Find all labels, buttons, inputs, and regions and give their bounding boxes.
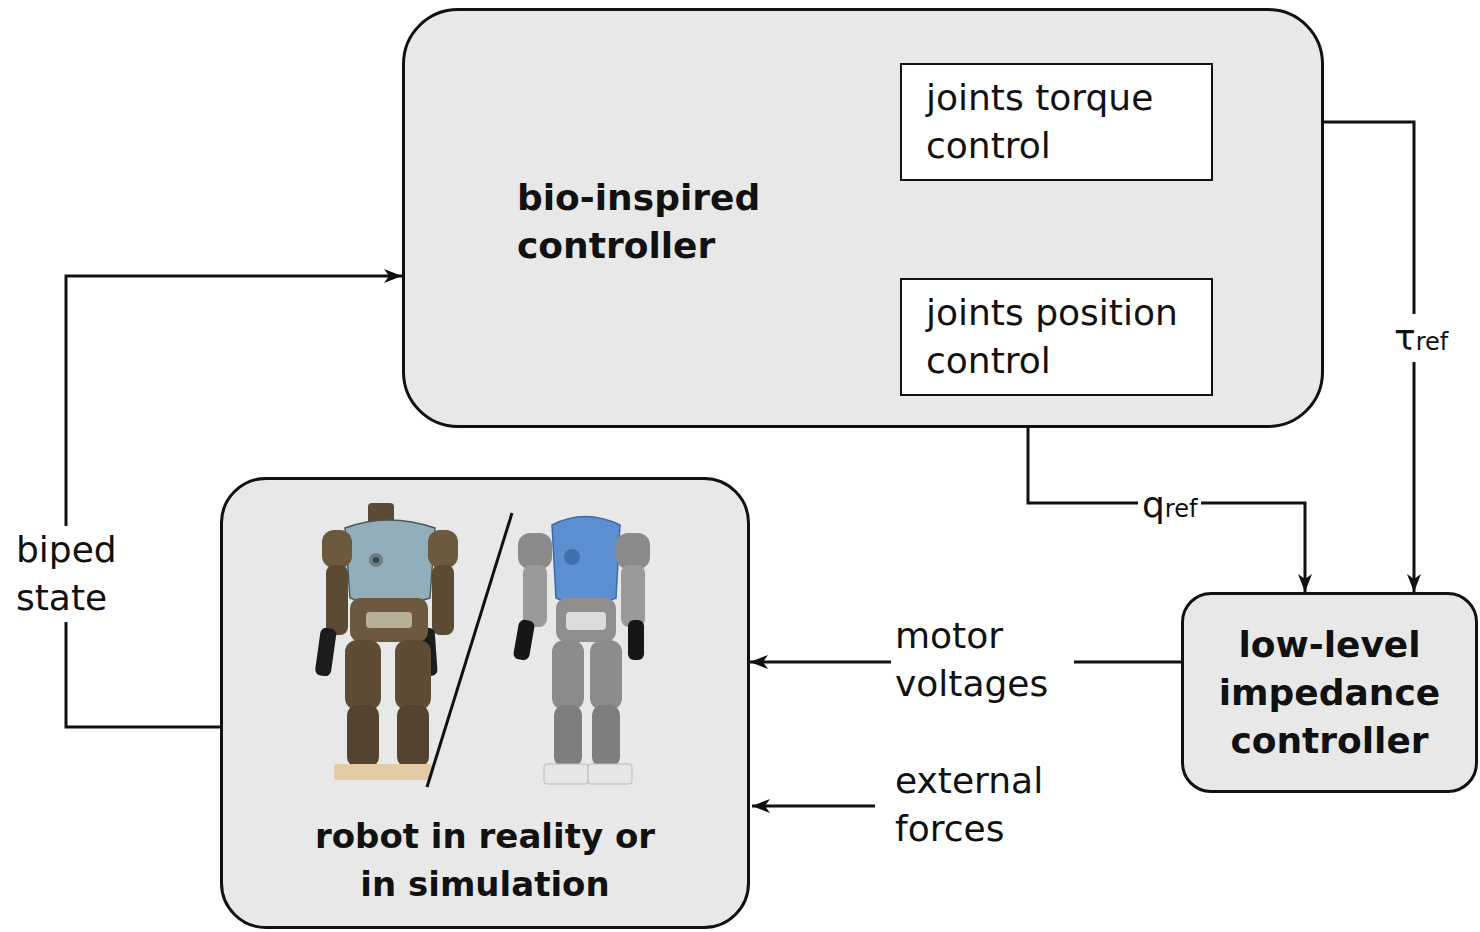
node-text: bio-inspired controller <box>517 174 817 270</box>
controller-box: low-level impedance controller <box>1181 592 1478 793</box>
input-label: external forces <box>891 757 1074 853</box>
simulated-robot <box>513 517 650 785</box>
external-force-arrow <box>752 805 875 808</box>
process-box: joints position control <box>900 278 1213 396</box>
label-text: biped state <box>16 529 117 618</box>
process-box: joints torque control <box>900 63 1213 181</box>
robot-illustration <box>220 477 750 929</box>
node-text: robot in reality or in simulation <box>305 812 665 908</box>
signal-label: qref <box>1138 481 1201 529</box>
robot-box: robot in reality or in simulation <box>220 477 750 929</box>
label-text: motor voltages <box>895 615 1048 704</box>
label-text: qref <box>1142 485 1197 529</box>
signal-label: motor voltages <box>891 612 1074 708</box>
node-text: joints position control <box>926 289 1201 385</box>
label-text: τref <box>1394 318 1448 362</box>
node-text: low-level impedance controller <box>1196 621 1463 765</box>
real-robot <box>314 503 458 780</box>
controller-group: bio-inspired controller joints torque con… <box>402 8 1324 428</box>
signal-label: τref <box>1390 314 1452 362</box>
signal-label: biped state <box>12 526 135 622</box>
node-text: joints torque control <box>926 74 1201 170</box>
divider-line <box>427 513 512 787</box>
